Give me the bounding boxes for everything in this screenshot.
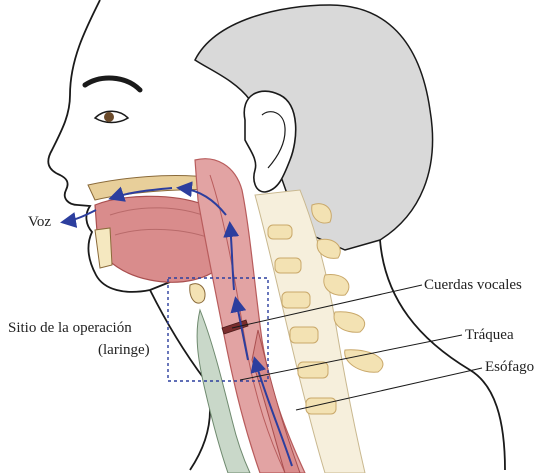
iris [104, 112, 114, 122]
lower-teeth [95, 228, 112, 268]
label-trachea: Tráquea [465, 327, 514, 343]
eyebrow [85, 78, 140, 90]
label-voice: Voz [28, 214, 51, 230]
label-esophagus: Esófago [485, 359, 534, 375]
neck-back-outline [380, 240, 505, 470]
label-surgery-site-sub: (laringe) [98, 342, 150, 358]
label-vocal-cords: Cuerdas vocales [424, 277, 522, 293]
label-surgery-site: Sitio de la operación [8, 320, 132, 336]
epiglottis [190, 284, 205, 303]
